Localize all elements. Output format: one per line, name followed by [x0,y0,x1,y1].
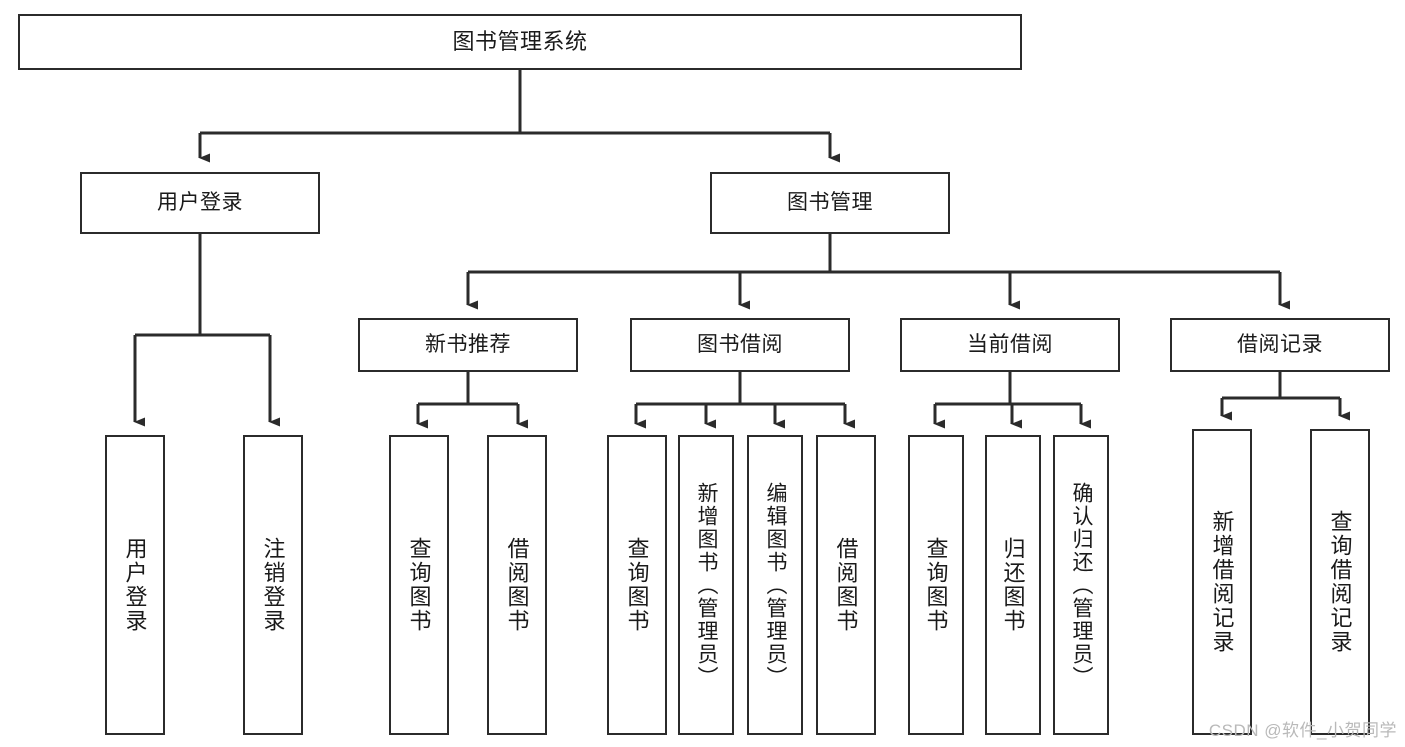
node-borrow-record[interactable]: 借阅记录 [1170,318,1390,372]
csdn-watermark: CSDN @软件_小贺同学 [1208,721,1397,740]
leaf-currentborrow-return-book-label: 归还图书 [1000,537,1026,633]
node-book-manage[interactable]: 图书管理 [710,172,950,234]
leaf-currentborrow-query-book[interactable]: 查询图书 [908,435,964,735]
leaf-bookborrow-add-book[interactable]: 新增图书（管理员） [678,435,734,735]
leaf-borrowrecord-query-label: 查询借阅记录 [1327,510,1353,654]
node-book-borrow-label: 图书借阅 [697,332,783,356]
node-user-login[interactable]: 用户登录 [80,172,320,234]
leaf-bookborrow-query-book-label: 查询图书 [624,537,650,633]
leaf-bookborrow-borrow-book[interactable]: 借阅图书 [816,435,876,735]
node-root-label: 图书管理系统 [452,29,588,55]
leaf-newbook-borrow-book[interactable]: 借阅图书 [487,435,547,735]
node-root[interactable]: 图书管理系统 [18,14,1022,70]
leaf-currentborrow-confirm-return[interactable]: 确认归还（管理员） [1053,435,1109,735]
leaf-logout-label: 注销登录 [260,537,286,633]
leaf-user-login-label: 用户登录 [122,537,148,633]
leaf-newbook-query-book-label: 查询图书 [406,537,432,633]
node-new-book-recommend[interactable]: 新书推荐 [358,318,578,372]
leaf-newbook-query-book[interactable]: 查询图书 [389,435,449,735]
node-user-login-label: 用户登录 [157,190,243,214]
leaf-currentborrow-confirm-return-label: 确认归还（管理员） [1070,481,1094,689]
leaf-bookborrow-edit-book-label: 编辑图书（管理员） [764,481,788,689]
leaf-logout[interactable]: 注销登录 [243,435,303,735]
leaf-currentborrow-query-book-label: 查询图书 [923,537,949,633]
node-current-borrow-label: 当前借阅 [967,332,1053,356]
leaf-currentborrow-return-book[interactable]: 归还图书 [985,435,1041,735]
leaf-bookborrow-add-book-label: 新增图书（管理员） [695,481,719,689]
leaf-user-login[interactable]: 用户登录 [105,435,165,735]
leaf-bookborrow-query-book[interactable]: 查询图书 [607,435,667,735]
leaf-bookborrow-borrow-book-label: 借阅图书 [833,537,859,633]
leaf-borrowrecord-query[interactable]: 查询借阅记录 [1310,429,1370,735]
leaf-borrowrecord-add-label: 新增借阅记录 [1209,510,1235,654]
leaf-newbook-borrow-book-label: 借阅图书 [504,537,530,633]
node-book-borrow[interactable]: 图书借阅 [630,318,850,372]
leaf-borrowrecord-add[interactable]: 新增借阅记录 [1192,429,1252,735]
node-borrow-record-label: 借阅记录 [1237,332,1323,356]
node-book-manage-label: 图书管理 [787,190,873,214]
node-current-borrow[interactable]: 当前借阅 [900,318,1120,372]
node-new-book-recommend-label: 新书推荐 [425,332,511,356]
leaf-bookborrow-edit-book[interactable]: 编辑图书（管理员） [747,435,803,735]
